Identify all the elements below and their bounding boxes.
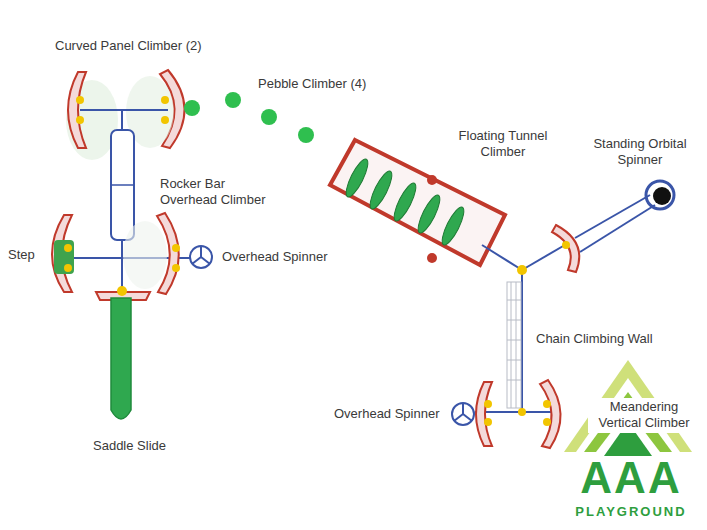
overhead-spinner bbox=[190, 246, 212, 268]
overhead-spinner bbox=[452, 403, 474, 425]
rocker-bar bbox=[111, 184, 134, 186]
curved-panel bbox=[476, 380, 561, 448]
step-block bbox=[54, 240, 74, 274]
part-label: Overhead Spinner bbox=[222, 249, 328, 265]
orbital-spinner bbox=[646, 181, 674, 209]
part-label: Saddle Slide bbox=[93, 438, 166, 454]
pebble bbox=[184, 92, 314, 143]
curved-panel bbox=[552, 225, 579, 272]
saddle-slide bbox=[111, 298, 131, 419]
floating-tunnel bbox=[330, 140, 505, 265]
rocker-bar bbox=[111, 130, 134, 240]
part-label: Pebble Climber (4) bbox=[258, 76, 366, 92]
part-label: Floating Tunnel Climber bbox=[448, 128, 558, 161]
part-label: Curved Panel Climber (2) bbox=[55, 38, 202, 54]
part-label: Meandering Vertical Climber bbox=[588, 398, 700, 433]
chain-wall bbox=[507, 282, 521, 408]
part-label: Standing Orbital Spinner bbox=[584, 136, 696, 169]
part-label: Step bbox=[8, 247, 35, 263]
part-label: Rocker Bar Overhead Climber bbox=[160, 176, 272, 209]
logo-text: AAA bbox=[566, 456, 696, 500]
curved-panel bbox=[52, 213, 179, 294]
part-label: Overhead Spinner bbox=[334, 406, 440, 422]
logo-text: PLAYGROUND bbox=[566, 504, 696, 520]
part-label: Chain Climbing Wall bbox=[536, 331, 653, 347]
